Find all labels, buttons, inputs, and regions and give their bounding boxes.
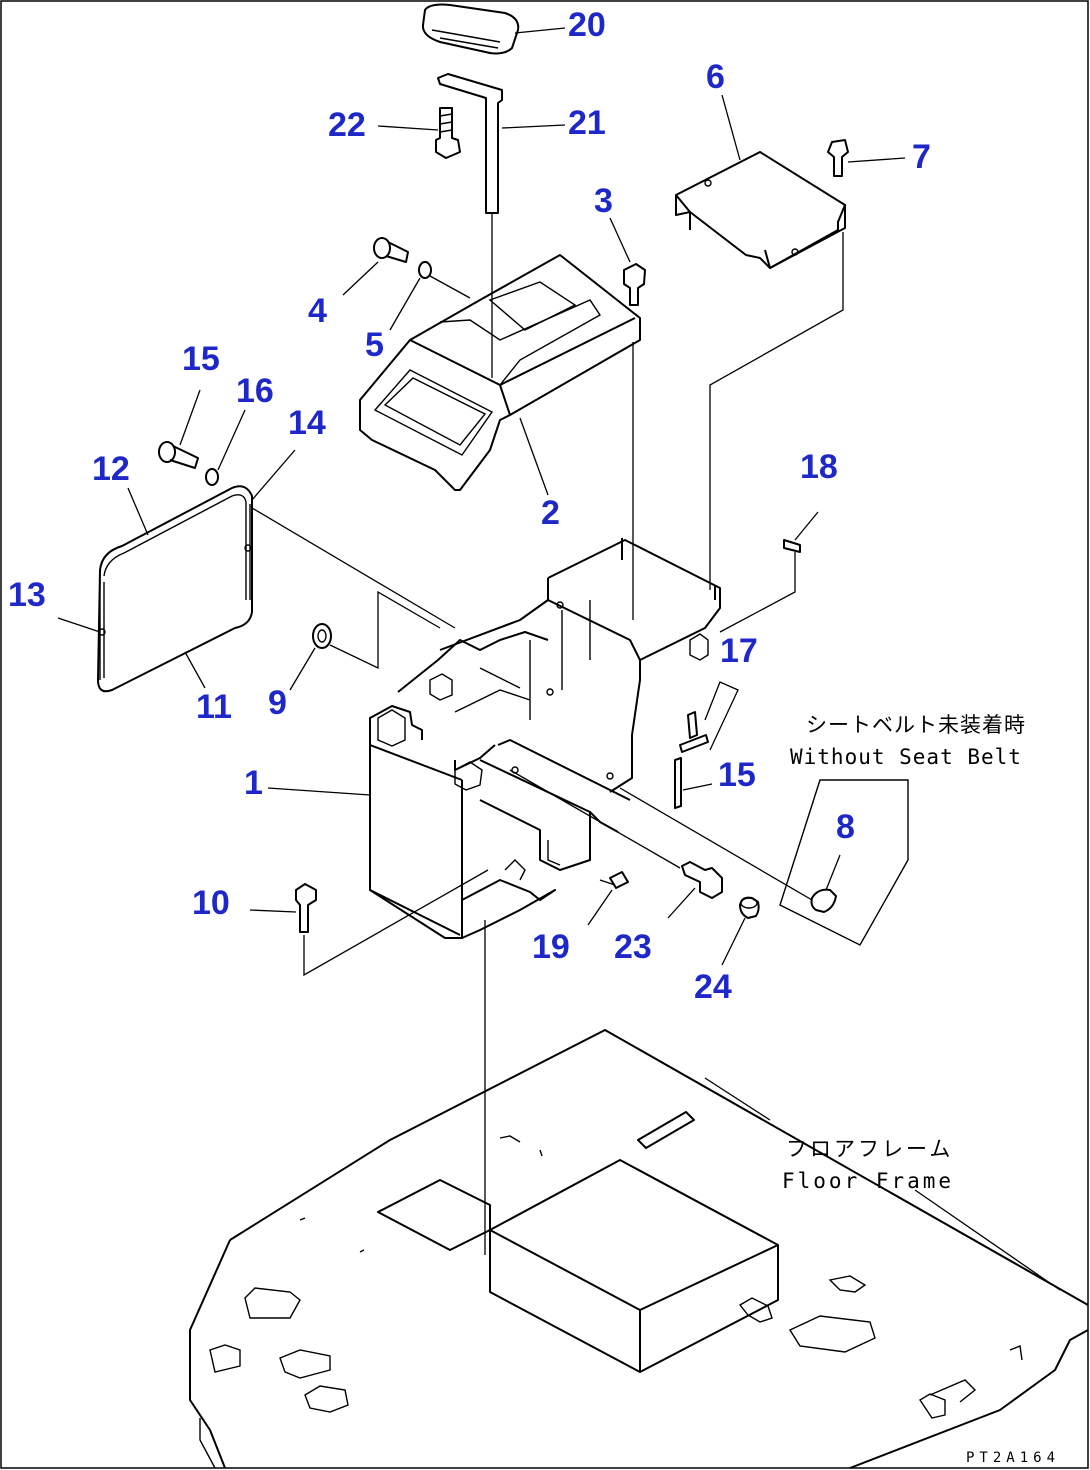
callout-15-left: 15: [182, 340, 220, 378]
note-seat-belt-en: Without Seat Belt: [790, 745, 1022, 769]
leader-13: [57, 617, 101, 633]
part-23-bolt: [681, 861, 723, 899]
leader-22: [377, 125, 439, 131]
leader-14: [251, 449, 296, 501]
leader-21: [501, 124, 566, 129]
callout-7: 7: [912, 138, 931, 176]
leader-10: [249, 909, 297, 913]
leader-17: [704, 681, 739, 751]
callout-16: 16: [236, 372, 274, 410]
leader-6: [721, 94, 741, 161]
leader-floor-frame-top: [704, 1077, 771, 1121]
note-floor-frame-jp: フロアフレーム: [786, 1137, 953, 1161]
leader-15-right: [682, 783, 713, 791]
leader-9: [289, 647, 316, 691]
leader-19: [587, 889, 613, 926]
leader-3: [609, 217, 631, 263]
leader-15-left: [179, 389, 201, 446]
seat-belt-outline: [779, 779, 909, 946]
floor-frame: [189, 920, 1089, 1469]
callout-3: 3: [594, 182, 613, 220]
part-22-bolt: [435, 107, 461, 159]
leader-14-to-frame: [251, 507, 456, 629]
part-2-top-panel: [359, 254, 641, 491]
callout-11: 11: [196, 688, 232, 726]
callout-4: 4: [308, 292, 327, 330]
leader-7: [847, 157, 906, 163]
callout-10: 10: [192, 884, 230, 922]
part-5-washer: [418, 261, 432, 279]
drawing-code: PT2A164: [966, 1450, 1060, 1466]
part-15-rod-right: [674, 757, 682, 809]
part-17-pin: [679, 711, 709, 753]
callout-9: 9: [268, 684, 287, 722]
leader-12: [127, 487, 149, 536]
leader-11: [184, 651, 206, 689]
callout-19: 19: [532, 928, 570, 966]
leader-16: [217, 409, 246, 471]
leader-1: [267, 787, 371, 796]
leader-floor-frame-bottom: [914, 1189, 1061, 1291]
callout-8: 8: [836, 808, 855, 846]
leader-8-to-frame: [619, 787, 813, 901]
leader-9-to-frame: [329, 590, 441, 670]
part-4-bolt: [373, 237, 409, 263]
part-24-cap: [739, 896, 760, 919]
callout-23: 23: [614, 928, 652, 966]
part-10-bolt: [295, 883, 317, 933]
callout-2: 2: [541, 494, 560, 532]
part-9-grommet: [312, 623, 332, 649]
part-11-side-cover: [97, 485, 253, 693]
leader-2: [519, 417, 549, 496]
callout-5: 5: [365, 326, 384, 364]
leader-10-to-frame: [303, 869, 489, 977]
callout-13: 13: [8, 576, 46, 614]
leader-18: [794, 511, 819, 541]
callout-1: 1: [244, 764, 263, 802]
leader-23: [667, 887, 696, 919]
part-6-cover: [675, 151, 846, 269]
leader-24: [721, 917, 746, 966]
callout-6: 6: [706, 58, 725, 96]
part-20-pad: [421, 3, 520, 55]
callout-12: 12: [92, 450, 130, 488]
callout-18: 18: [800, 448, 838, 486]
note-seat-belt-jp: シートベルト未装着時: [806, 713, 1026, 737]
callout-14: 14: [288, 404, 326, 442]
callout-24: 24: [694, 968, 732, 1006]
callout-21: 21: [568, 104, 606, 142]
leader-23-to-frame: [509, 769, 681, 869]
part-18-pin: [783, 539, 801, 553]
leader-18-to-frame: [719, 552, 796, 633]
part-1-frame: [369, 538, 721, 939]
leader-6-to-frame: [709, 232, 844, 590]
callout-15-right: 15: [718, 756, 756, 794]
callout-17: 17: [720, 632, 758, 670]
callout-22: 22: [328, 106, 366, 144]
part-21-holder: [437, 73, 503, 378]
part-19-clip: [609, 871, 629, 889]
leader-8: [825, 854, 841, 891]
leader-4: [342, 261, 379, 296]
leader-5: [389, 277, 421, 331]
leader-20: [514, 27, 566, 34]
part-15-bolt-left: [158, 441, 199, 469]
callout-20: 20: [568, 6, 606, 44]
part-8-plug: [810, 888, 837, 913]
note-floor-frame-en: Floor Frame: [782, 1169, 954, 1193]
part-7-bolt: [827, 139, 849, 177]
part-16-washer: [205, 468, 219, 486]
leader-4-5-to-panel: [429, 275, 471, 299]
part-3-bolt: [623, 263, 646, 306]
